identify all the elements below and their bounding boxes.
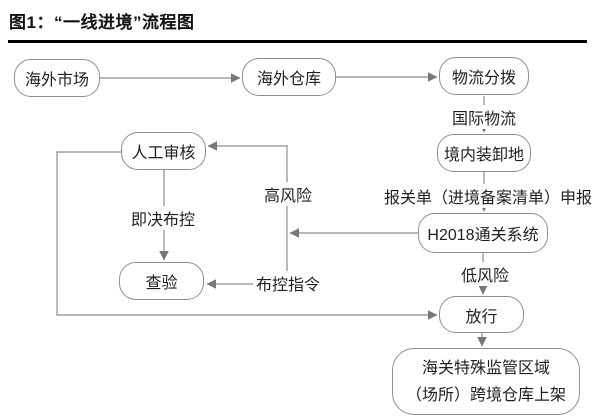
edge-label-high-risk: 高风险 [260, 182, 316, 206]
node-inspection: 查验 [119, 262, 204, 300]
edge-label-control-instruction: 布控指令 [252, 271, 324, 295]
node-bonded-warehouse: 海关特殊监管区域 （场所）跨境仓库上架 [392, 348, 580, 415]
title-divider-rule [8, 40, 587, 43]
edge-review-to-release-arrow [56, 151, 438, 320]
node-h2018-clearance-system: H2018通关系统 [418, 213, 548, 253]
edge-highrisk-to-review-arrow [207, 141, 288, 284]
node-overseas-warehouse: 海外仓库 [242, 58, 336, 96]
node-domestic-loading-place: 境内装卸地 [437, 134, 531, 172]
edge-label-low-risk: 低风险 [457, 262, 513, 286]
edge-label-immediate-control: 即决布控 [127, 206, 199, 230]
node-bonded-warehouse-line2: （场所）跨境仓库上架 [405, 386, 566, 404]
node-release: 放行 [439, 296, 524, 333]
node-bonded-warehouse-line1: 海关特殊监管区域 [421, 359, 550, 377]
edge-label-customs-declaration: 报关单（进境备案清单）申报 [380, 184, 596, 208]
figure-title: 图1：“一线进境”流程图 [9, 13, 195, 32]
node-overseas-market: 海外市场 [14, 59, 100, 97]
edge-label-international-logistics: 国际物流 [448, 105, 520, 129]
node-logistics-distribution: 物流分拨 [439, 57, 529, 95]
node-manual-review: 人工审核 [121, 132, 206, 170]
